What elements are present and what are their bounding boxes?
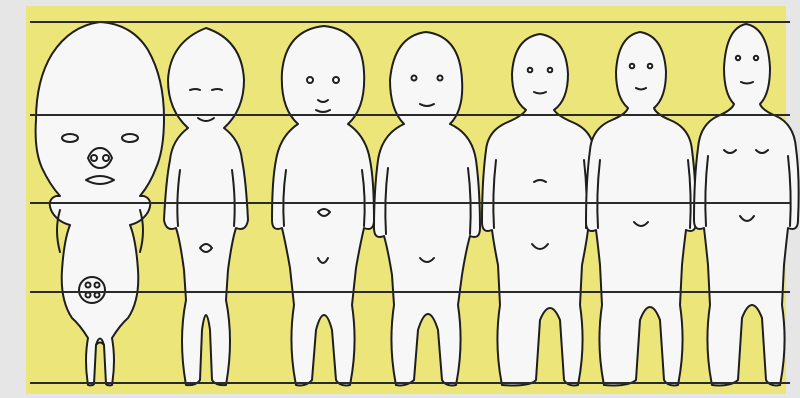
body-proportions-figure: [0, 0, 800, 398]
